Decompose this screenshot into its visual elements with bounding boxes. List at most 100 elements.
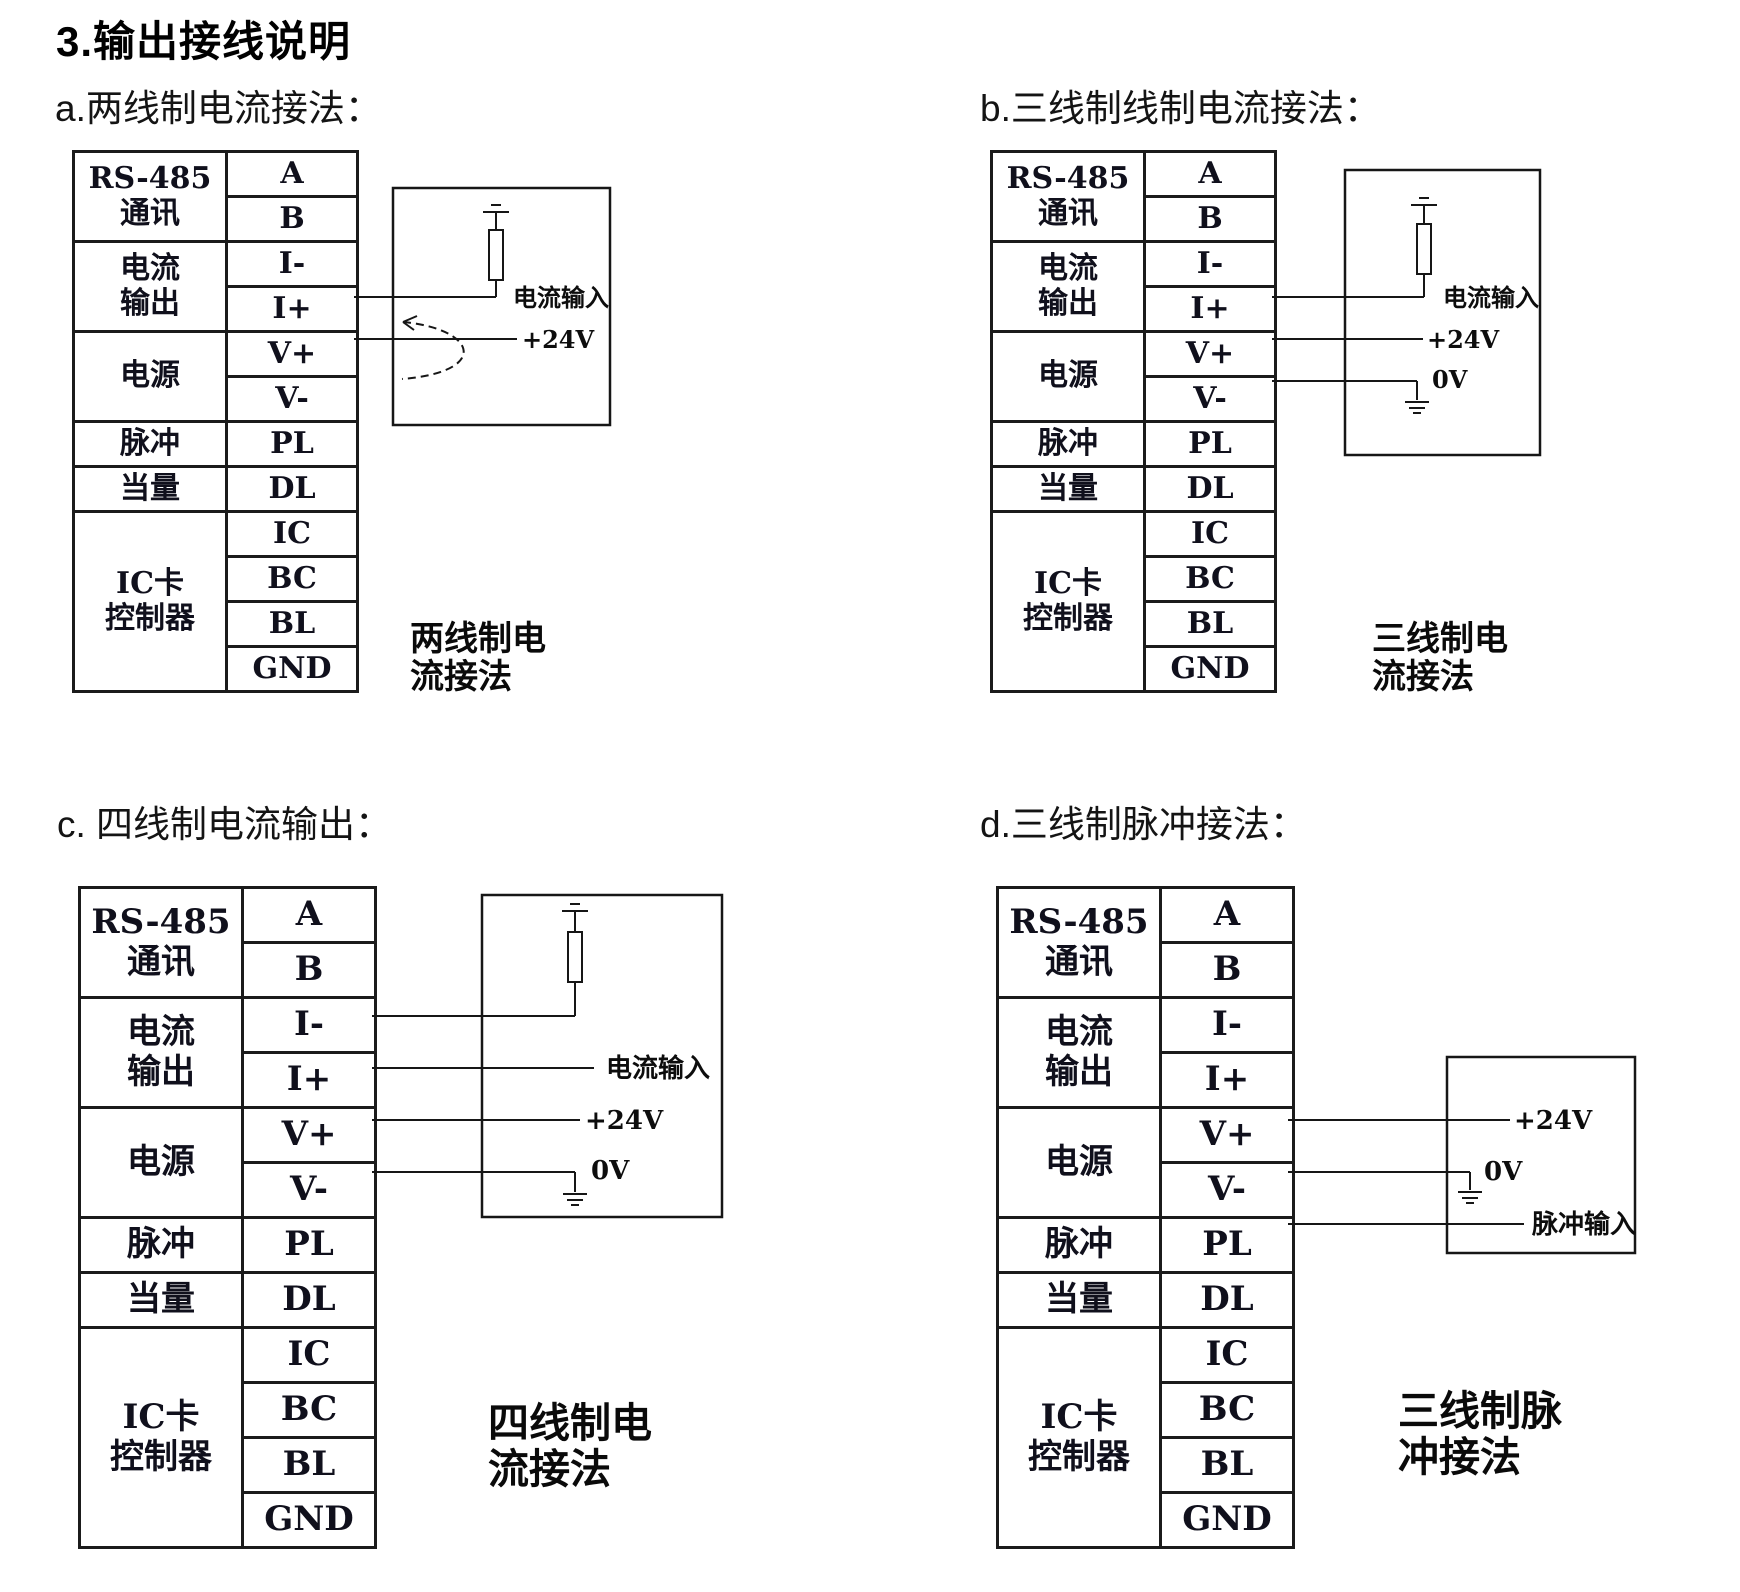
pin-cell-bc: BC [1143, 555, 1277, 603]
resistor-symbol [567, 931, 583, 983]
table-row: 电流输出 I- [990, 240, 1277, 333]
section-heading-c: c. 四线制电流输出： [57, 804, 393, 845]
table-row: 当量 DL [72, 465, 359, 513]
table-row: GND [74, 645, 359, 693]
pin-cell-pl: PL [241, 1216, 377, 1274]
pin-cell-ic: IC [225, 510, 359, 558]
ground-icon [1411, 197, 1437, 206]
table-row: IC卡控制器 IC [72, 510, 359, 693]
pin-cell-gnd: GND [1143, 645, 1277, 693]
group-label-line: 输出 [120, 285, 180, 321]
group-label-line: 通讯 [1038, 195, 1098, 231]
caption-line: 冲接法 [1398, 1433, 1521, 1481]
table-row: B [80, 941, 377, 999]
table-row: BC [74, 555, 359, 603]
external-circuit-box [391, 186, 612, 427]
group-label-line: 通讯 [1045, 941, 1113, 982]
group-label-line: 输出 [127, 1051, 195, 1092]
pin-cell-i-plus: I+ [1143, 285, 1277, 333]
label-24v: +24V [1514, 1106, 1593, 1136]
pin-cell-a: A [225, 150, 359, 198]
pin-cell-pl: PL [1143, 420, 1277, 468]
pin-cell-v-plus: V+ [241, 1106, 377, 1164]
ground-icon [483, 204, 509, 213]
pin-cell-v-minus: V- [1143, 375, 1277, 423]
pin-cell-ic: IC [1159, 1326, 1295, 1384]
external-circuit-box [480, 893, 724, 1219]
group-label-line: 控制器 [1028, 1436, 1130, 1477]
caption-d: 三线制脉 冲接法 [1398, 1388, 1562, 1480]
table-row: IC卡控制器 IC [996, 1326, 1295, 1549]
table-row: B [992, 195, 1277, 243]
group-label-ic-card: IC卡控制器 [78, 1326, 244, 1549]
pin-cell-i-plus: I+ [225, 285, 359, 333]
label-0v: 0V [591, 1156, 630, 1186]
group-label-line: 当量 [1038, 470, 1098, 506]
caption-line: 三线制脉 [1398, 1387, 1562, 1435]
table-row: 当量 DL [78, 1271, 377, 1329]
group-label-line: 输出 [1038, 285, 1098, 321]
table-row: IC卡控制器 IC [990, 510, 1277, 693]
group-label-line: 脉冲 [120, 425, 180, 461]
group-label-pulse: 脉冲 [990, 420, 1146, 468]
external-circuit-box [1343, 168, 1542, 457]
pin-cell-gnd: GND [1159, 1491, 1295, 1549]
group-label-pulse: 脉冲 [72, 420, 228, 468]
pin-cell-dl: DL [1159, 1271, 1295, 1329]
wiring-diagram-b: 电流输入 +24V 0V [1272, 168, 1542, 457]
group-label-equivalent: 当量 [996, 1271, 1162, 1329]
group-label-equivalent: 当量 [78, 1271, 244, 1329]
table-row: BL [80, 1436, 377, 1494]
table-row: 电流输出 I- [996, 996, 1295, 1109]
label-0v: 0V [1484, 1157, 1523, 1187]
pin-cell-pl: PL [1159, 1216, 1295, 1274]
group-label-current-output: 电流输出 [72, 240, 228, 333]
caption-b: 三线制电 流接法 [1372, 620, 1508, 696]
external-circuit-box [1445, 1055, 1637, 1255]
caption-c: 四线制电 流接法 [488, 1400, 652, 1492]
table-row: 当量 DL [990, 465, 1277, 513]
pin-cell-v-plus: V+ [225, 330, 359, 378]
group-label-line: 当量 [1045, 1279, 1113, 1320]
table-row: 脉冲 PL [72, 420, 359, 468]
label-current-input: 电流输入 [1443, 283, 1539, 312]
pin-cell-a: A [241, 886, 377, 944]
group-label-line: 控制器 [1023, 600, 1113, 636]
group-label-line: 电源 [120, 358, 180, 394]
caption-line: 三线制电 [1372, 619, 1508, 659]
caption-line: 流接法 [488, 1445, 611, 1493]
group-label-equivalent: 当量 [72, 465, 228, 513]
group-label-line: 控制器 [110, 1436, 212, 1477]
table-row: 电流输出 I- [78, 996, 377, 1109]
pin-cell-v-plus: V+ [1159, 1106, 1295, 1164]
group-label-pulse: 脉冲 [996, 1216, 1162, 1274]
table-row: I+ [80, 1051, 377, 1109]
pin-cell-i-minus: I- [1143, 240, 1277, 288]
group-label-line: IC卡 [1040, 1397, 1118, 1438]
table-row: I+ [74, 285, 359, 333]
pin-cell-v-minus: V- [225, 375, 359, 423]
group-label-power: 电源 [990, 330, 1146, 423]
group-label-line: 当量 [120, 470, 180, 506]
pin-cell-i-plus: I+ [1159, 1051, 1295, 1109]
label-24v: +24V [585, 1106, 664, 1136]
section-heading-b: b.三线制线制电流接法： [980, 88, 1381, 129]
group-label-line: IC卡 [122, 1397, 200, 1438]
table-row: 脉冲 PL [996, 1216, 1295, 1274]
caption-line: 流接法 [1372, 657, 1474, 697]
group-label-line: 电流 [127, 1012, 195, 1053]
pin-cell-bl: BL [241, 1436, 377, 1494]
table-row: BL [992, 600, 1277, 648]
table-row: 脉冲 PL [990, 420, 1277, 468]
group-label-line: 脉冲 [127, 1224, 195, 1265]
pin-cell-b: B [1143, 195, 1277, 243]
caption-line: 四线制电 [488, 1399, 652, 1447]
